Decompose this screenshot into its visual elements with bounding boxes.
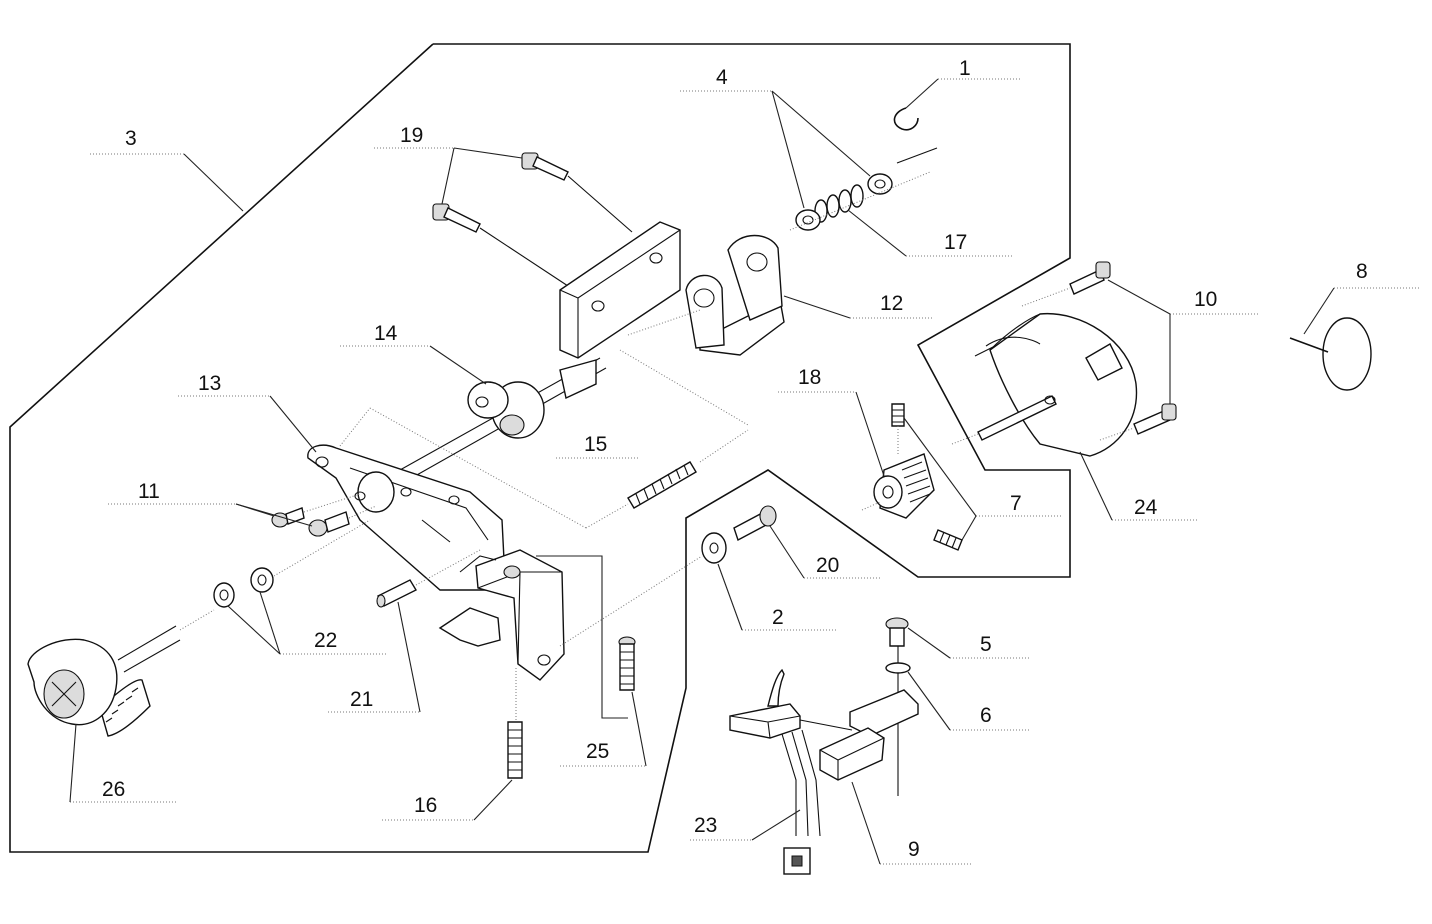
callout-2: 2 <box>772 606 784 629</box>
part-12-bracket <box>685 234 785 356</box>
callout-labels: 1 2 3 4 5 6 7 8 9 10 11 12 13 14 15 16 1… <box>102 57 1368 861</box>
part-18-gear <box>861 453 935 519</box>
callout-26: 26 <box>102 778 125 801</box>
callout-25: 25 <box>586 740 609 763</box>
part-25-screw <box>618 636 636 691</box>
part-4-washer-left <box>795 209 821 231</box>
callout-24: 24 <box>1134 496 1158 519</box>
part-22-washers <box>213 519 371 608</box>
callout-14: 14 <box>374 322 398 345</box>
callout-5: 5 <box>980 633 992 656</box>
assembly-3-boundary <box>9 43 1071 853</box>
callout-21: 21 <box>350 688 373 711</box>
part-16-spring <box>507 668 523 779</box>
callout-6: 6 <box>980 704 992 727</box>
part-11-screws <box>271 493 377 537</box>
part-1-circlip <box>893 107 938 164</box>
leader-lines <box>69 78 1420 865</box>
callout-4: 4 <box>716 66 728 89</box>
part-6-washer <box>885 662 911 674</box>
callout-1: 1 <box>959 57 971 80</box>
part-8-ring <box>1289 317 1372 391</box>
part-14-bushing <box>399 357 607 481</box>
callout-11: 11 <box>138 480 160 503</box>
callout-10: 10 <box>1194 288 1217 311</box>
part-2-washer <box>559 532 727 647</box>
callout-3: 3 <box>125 127 137 150</box>
part-13-lever <box>307 444 505 591</box>
callout-16: 16 <box>414 794 437 817</box>
part-9-switch-bracket <box>819 689 919 781</box>
part-7-set-screws <box>891 403 963 551</box>
callout-12: 12 <box>880 292 903 315</box>
part-21-pin <box>376 549 481 608</box>
part-26-knob <box>27 609 215 737</box>
part-4-washer-right <box>867 173 893 195</box>
part-20-screw <box>733 505 777 542</box>
part-23-microswitch <box>729 668 853 875</box>
part-10-screws <box>1021 261 1177 441</box>
callout-15: 15 <box>584 433 607 456</box>
callout-13: 13 <box>198 372 221 395</box>
callout-20: 20 <box>816 554 839 577</box>
callout-19: 19 <box>400 124 423 147</box>
callout-8: 8 <box>1356 260 1368 283</box>
callout-22: 22 <box>314 629 337 652</box>
callout-7: 7 <box>1010 492 1022 515</box>
callout-17: 17 <box>944 231 967 254</box>
part-19-screw-upper <box>521 152 633 233</box>
lower-bracket <box>438 549 565 681</box>
part-19-screw-lower <box>432 203 569 287</box>
mounting-plate <box>559 221 681 359</box>
part-15-spring <box>585 429 749 529</box>
callout-23: 23 <box>694 814 717 837</box>
callout-18: 18 <box>798 366 821 389</box>
callout-9: 9 <box>908 838 920 861</box>
part-24-motor <box>951 312 1138 457</box>
